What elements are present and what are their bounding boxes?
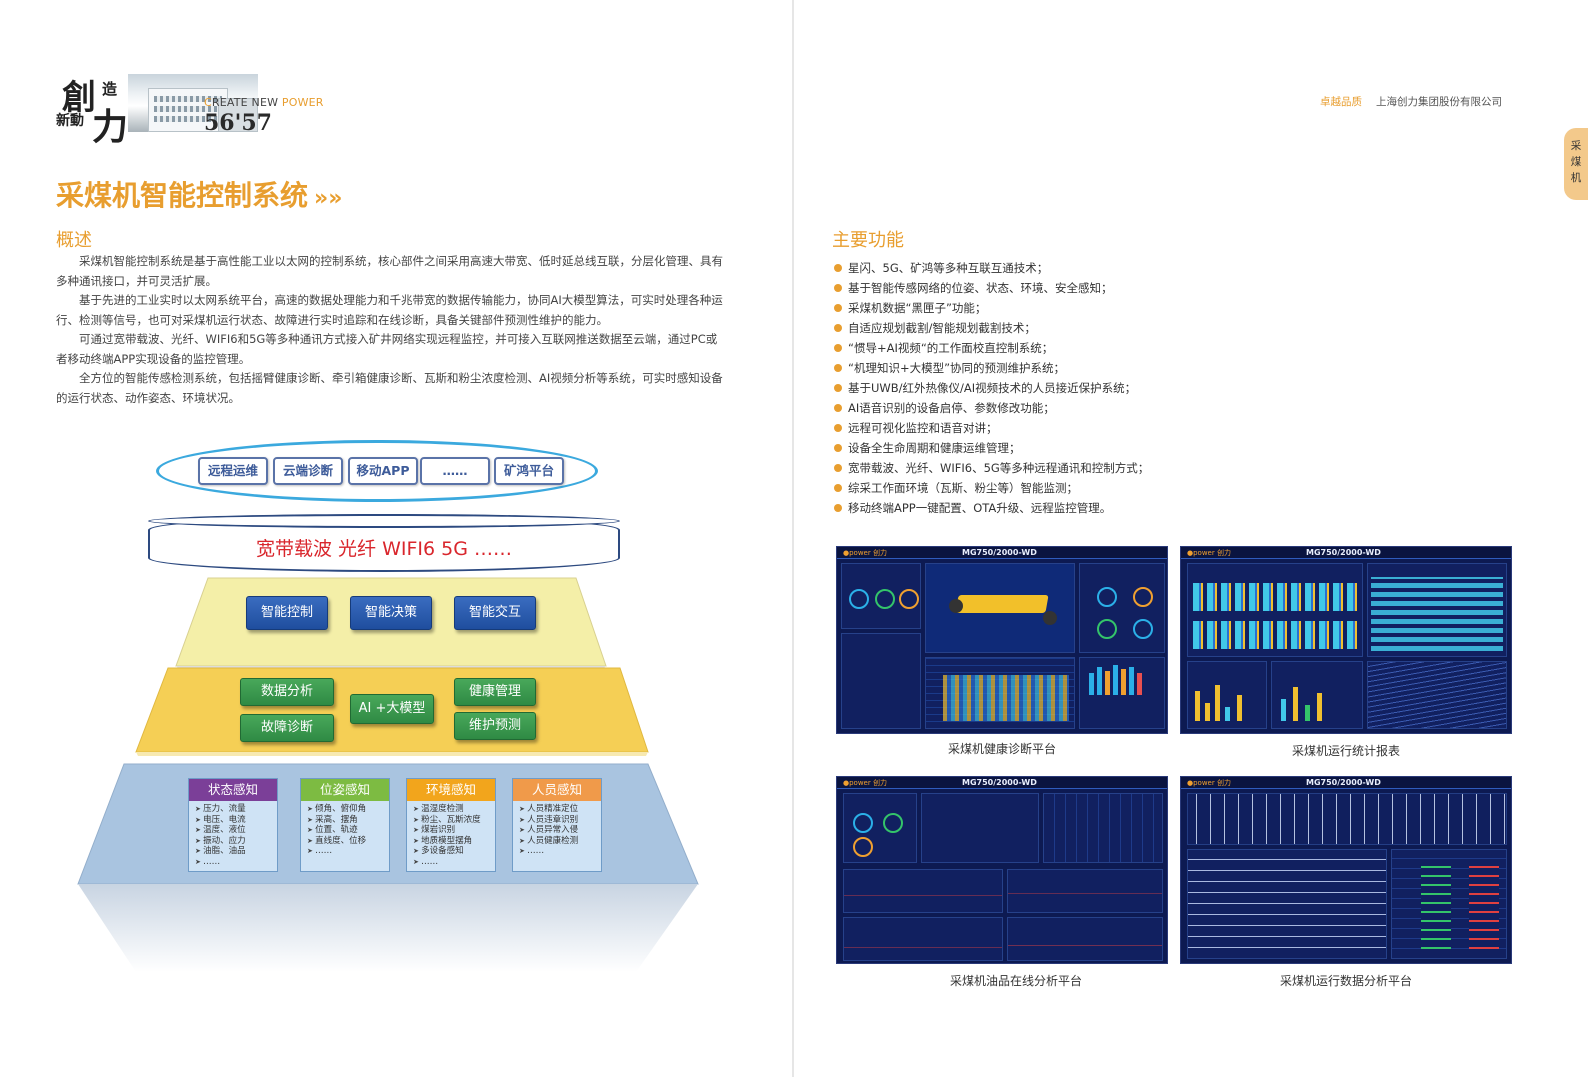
network-label: 宽带载波 光纤 WIFI6 5G …… [256,538,512,560]
intelligence-tier: 智能控制 智能决策 智能交互 [76,576,716,668]
feature-item: 设备全生命周期和健康运维管理； [834,438,1149,458]
bullet-icon [834,403,842,412]
state-sensing-box: 状态感知 压力、流量电压、电流温度、液位振动、应力油脂、油品…… [188,778,278,872]
network-layer-top [148,514,620,528]
bullet-icon [834,483,842,492]
page-title: 采煤机智能控制系统»» [56,179,343,212]
bullet-icon [834,363,842,372]
app-box: …… [420,457,490,485]
feature-item: 远程可视化监控和语音对讲； [834,418,1149,438]
screenshot-caption: 采煤机油品在线分析平台 [949,974,1082,988]
brand-slogan: 卓越品质 [1320,96,1362,108]
brand-logo: 創 造 新動 力 CREATE NEW POWER 56'57 [56,72,336,148]
overview-heading: 概述 [56,230,92,251]
bullet-icon [834,443,842,452]
screenshot-caption: 采煤机健康诊断平台 [947,742,1056,756]
feature-item: 宽带载波、光纤、WIFI6、5G等多种远程通讯和控制方式； [834,458,1149,478]
feature-item: “机理知识+大模型”协同的预测维护系统； [834,358,1149,378]
pose-sensing-box: 位姿感知 倾角、俯仰角采高、摆角位置、轨迹直线度、位移…… [300,778,390,872]
feature-item: 自适应规划截割/智能规划截割技术； [834,318,1149,338]
maintenance-prediction-box: 维护预测 [454,712,536,740]
feature-item: 星闪、5G、矿鸿等多种互联互通技术； [834,258,1149,278]
screenshot-caption: 采煤机运行统计报表 [1291,744,1400,758]
bullet-icon [834,423,842,432]
calligraphy-mark: 創 造 新動 力 [56,72,146,148]
app-box: 移动APP [348,457,418,485]
overview-paragraph: 全方位的智能传感检测系统，包括摇臂健康诊断、牵引箱健康诊断、瓦斯和粉尘浓度检测、… [56,371,723,405]
feature-item: AI语音识别的设备启停、参数修改功能； [834,398,1149,418]
features-heading: 主要功能 [832,230,904,251]
analytics-tier: 数据分析 故障诊断 AI +大模型 健康管理 维护预测 [76,666,716,756]
running-header: 卓越品质 上海创力集团股份有限公司 [1320,94,1502,109]
ai-model-box: AI +大模型 [350,694,434,724]
sensing-title: 状态感知 [189,779,277,801]
data-analysis-box: 数据分析 [240,678,334,706]
overview-body: 采煤机智能控制系统是基于高性能工业以太网的控制系统，核心部件之间采用高速大带宽、… [56,252,728,408]
bullet-icon [834,303,842,312]
oil-analysis-screenshot: ●power 创力 MG750/2000-WD [836,776,1168,964]
feature-item: “惯导+AI视频“的工作面校直控制系统； [834,338,1149,358]
double-chevron-icon: »» [314,186,343,211]
sensing-title: 环境感知 [407,779,495,801]
statistics-report-screenshot: ●power 创力 MG750/2000-WD [1180,546,1512,734]
health-management-box: 健康管理 [454,678,536,706]
bullet-icon [834,283,842,292]
bullet-icon [834,463,842,472]
left-page: 創 造 新動 力 CREATE NEW POWER 56'57 采煤机智能控制系… [0,0,792,1077]
feature-item: 基于智能传感网络的位姿、状态、环境、安全感知； [834,278,1149,298]
page-number: 56'57 [204,110,272,136]
logo-tagline: CREATE NEW POWER [204,96,324,109]
overview-paragraph: 可通过宽带载波、光纤、WIFI6和5G等多种通讯方式接入矿井网络实现远程监控，并… [56,332,718,366]
calligraphy-char-4: 力 [92,106,129,148]
app-box: 云端诊断 [273,457,343,485]
calligraphy-char-1: 創 [62,78,96,118]
health-diagnosis-screenshot: ●power 创力 MG750/2000-WD [836,546,1168,734]
features-list: 星闪、5G、矿鸿等多种互联互通技术； 基于智能传感网络的位姿、状态、环境、安全感… [834,258,1149,518]
bullet-icon [834,323,842,332]
company-name: 上海创力集团股份有限公司 [1376,96,1502,108]
bullet-icon [834,343,842,352]
sensing-title: 人员感知 [513,779,601,801]
smart-control-box: 智能控制 [246,596,328,630]
feature-item: 综采工作面环境（瓦斯、粉尘等）智能监测； [834,478,1149,498]
calligraphy-char-3: 新動 [56,113,84,129]
environment-sensing-box: 环境感知 温湿度检测粉尘、瓦斯浓度煤岩识别地质模型摆角多设备感知…… [406,778,496,872]
app-box: 矿鸿平台 [494,457,564,485]
screenshot-caption: 采煤机运行数据分析平台 [1279,974,1412,988]
feature-item: 移动终端APP一键配置、OTA升级、远程监控管理。 [834,498,1149,518]
bullet-icon [834,383,842,392]
calligraphy-char-2: 造 [102,80,118,98]
bullet-icon [834,503,842,512]
personnel-sensing-box: 人员感知 人员精准定位人员违章识别人员异常入侵人员健康检测…… [512,778,602,872]
sensing-tier: 状态感知 压力、流量电压、电流温度、液位振动、应力油脂、油品…… 位姿感知 倾角… [76,762,716,976]
fault-diagnosis-box: 故障诊断 [240,714,334,742]
building-photo [128,74,258,132]
right-page: 卓越品质 上海创力集团股份有限公司 采煤机 主要功能 星闪、5G、矿鸿等多种互联互… [794,0,1588,1077]
chapter-tab: 采煤机 [1564,128,1588,200]
overview-paragraph: 采煤机智能控制系统是基于高性能工业以太网的控制系统，核心部件之间采用高速大带宽、… [56,254,723,288]
feature-item: 基于UWB/红外热像仪/AI视频技术的人员接近保护系统； [834,378,1149,398]
app-box: 远程运维 [198,457,268,485]
page-spine [792,0,794,1077]
bullet-icon [834,263,842,272]
running-data-screenshot: ●power 创力 MG750/2000-WD [1180,776,1512,964]
architecture-diagram: 远程运维 云端诊断 移动APP …… 矿鸿平台 宽带载波 光纤 WIFI6 5G… [76,436,716,976]
sensing-title: 位姿感知 [301,779,389,801]
smart-decision-box: 智能决策 [350,596,432,630]
smart-interaction-box: 智能交互 [454,596,536,630]
overview-paragraph: 基于先进的工业实时以太网系统平台，高速的数据处理能力和千兆带宽的数据传输能力，协… [56,293,723,327]
feature-item: 采煤机数据“黑匣子”功能； [834,298,1149,318]
